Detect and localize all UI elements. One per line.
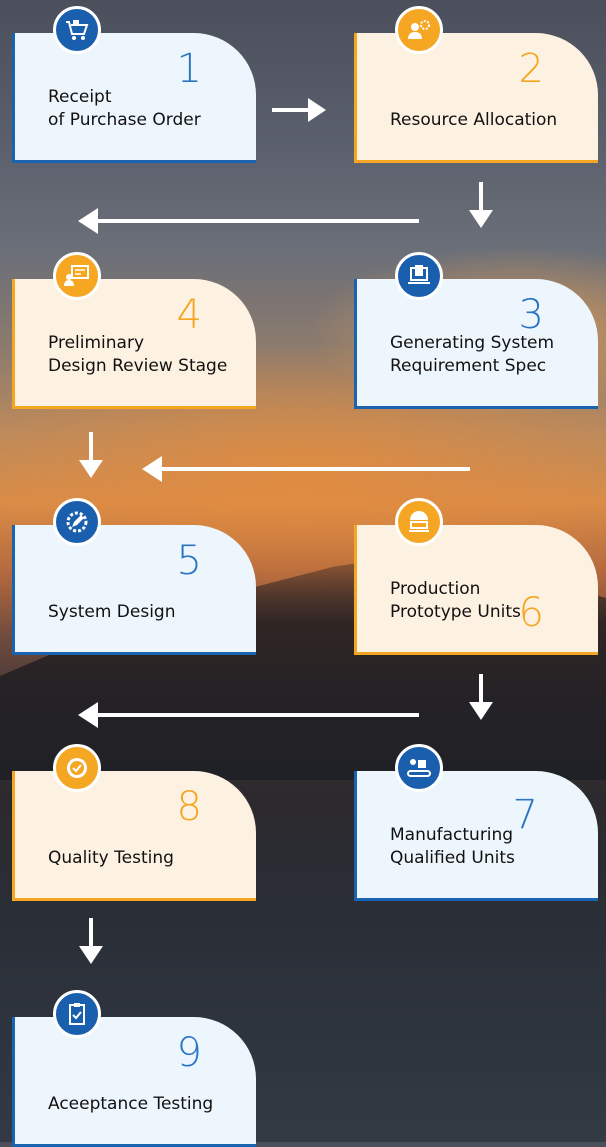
step-card-3: 3 Generating System Requirement Spec	[354, 279, 598, 409]
step-number: 8	[176, 784, 202, 830]
step-card-9: 9 Aceeptance Testing	[12, 1017, 256, 1147]
arrow-down-8-to-9	[76, 916, 106, 966]
step-label: System Design	[48, 602, 176, 622]
step-label: Preliminary Design Review Stage	[48, 333, 228, 376]
arrow-left-3-to-4	[76, 206, 421, 236]
step-number: 9	[176, 1030, 202, 1076]
step-number: 3	[518, 292, 544, 338]
clipboard-check-icon	[53, 990, 101, 1038]
arrow-down-2-to-3	[466, 180, 496, 230]
step-number: 5	[176, 538, 202, 584]
step-number: 6	[518, 590, 544, 636]
step-label: Manufacturing Qualified Units	[390, 825, 515, 868]
arrow-down-6-to-7	[466, 672, 496, 722]
conveyor-box-icon	[395, 744, 443, 792]
badge-check-icon	[53, 744, 101, 792]
step-label: Receipt of Purchase Order	[48, 87, 201, 130]
step-label: Resource Allocation	[390, 110, 558, 130]
presentation-icon	[53, 252, 101, 300]
step-card-6: 6 Production Prototype Units	[354, 525, 598, 655]
step-number: 4	[176, 292, 202, 338]
laptop-document-icon	[395, 252, 443, 300]
pencil-gear-icon	[53, 498, 101, 546]
factory-robot-icon	[395, 498, 443, 546]
shopping-cart-icon	[53, 6, 101, 54]
step-card-5: 5 System Design	[12, 525, 256, 655]
step-card-1: 1 Receipt of Purchase Order	[12, 33, 256, 163]
arrow-left-6-to-5	[140, 454, 472, 484]
arrow-right-1-to-2	[270, 96, 330, 124]
step-number: 7	[512, 792, 538, 838]
user-gear-icon	[395, 6, 443, 54]
step-label: Production Prototype Units	[390, 579, 521, 622]
step-label: Quality Testing	[48, 848, 174, 868]
step-card-7: 7 Manufacturing Qualified Units	[354, 771, 598, 901]
step-label: Aceeptance Testing	[48, 1094, 214, 1114]
arrow-down-4-to-5	[76, 430, 106, 480]
step-card-2: 2 Resource Allocation	[354, 33, 598, 163]
step-number: 2	[518, 46, 544, 92]
step-number: 1	[176, 46, 202, 92]
step-card-4: 4 Preliminary Design Review Stage	[12, 279, 256, 409]
arrow-left-7-to-8	[76, 700, 421, 730]
step-card-8: 8 Quality Testing	[12, 771, 256, 901]
step-label: Generating System Requirement Spec	[390, 333, 555, 376]
